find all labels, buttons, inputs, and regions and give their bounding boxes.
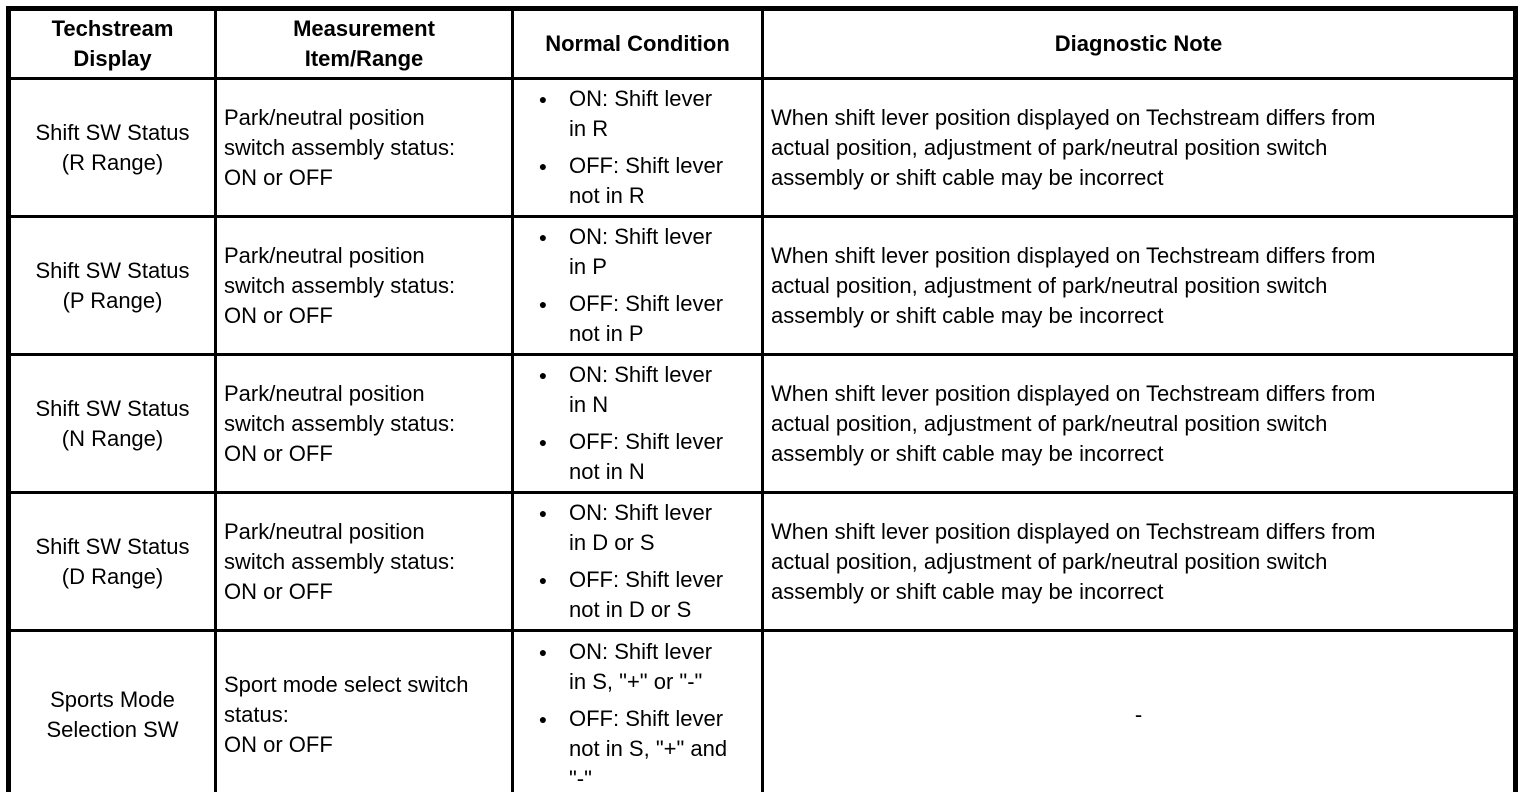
bullet-icon: ● xyxy=(538,91,548,107)
condition-text: ON: Shift lever in D or S xyxy=(569,500,713,555)
cell-techstream-display: Shift SW Status (P Range) xyxy=(7,215,217,356)
header-measurement-item-range: Measurement Item/Range xyxy=(214,7,514,80)
cell-diagnostic-note: When shift lever position displayed on T… xyxy=(761,353,1517,494)
cell-diagnostic-note: When shift lever position displayed on T… xyxy=(761,77,1517,218)
diagnostic-data-table: Techstream Display Measurement Item/Rang… xyxy=(6,6,1518,792)
condition-text: OFF: Shift lever not in S, "+" and "-" xyxy=(569,705,728,791)
condition-text: ON: Shift lever in R xyxy=(569,86,713,141)
condition-item: ● OFF: Shift lever not in S, "+" and "-" xyxy=(535,704,755,792)
table-row: Shift SW Status (N Range) Park/neutral p… xyxy=(7,353,1517,494)
cell-diagnostic-note: When shift lever position displayed on T… xyxy=(761,215,1517,356)
condition-item: ● OFF: Shift lever not in N xyxy=(535,427,755,487)
bullet-icon: ● xyxy=(538,643,548,660)
table-row: Shift SW Status (P Range) Park/neutral p… xyxy=(7,215,1517,356)
header-diagnostic-note: Diagnostic Note xyxy=(761,7,1517,80)
bullet-icon: ● xyxy=(538,434,548,450)
table-header-row: Techstream Display Measurement Item/Rang… xyxy=(7,7,1517,80)
condition-text: OFF: Shift lever not in N xyxy=(569,429,724,484)
cell-measurement-item: Sport mode select switch status: ON or O… xyxy=(214,629,514,792)
condition-text: ON: Shift lever in P xyxy=(569,224,713,279)
cell-measurement-item: Park/neutral position switch assembly st… xyxy=(214,215,514,356)
condition-item: ● OFF: Shift lever not in R xyxy=(535,151,755,211)
table-row: Shift SW Status (R Range) Park/neutral p… xyxy=(7,77,1517,218)
bullet-icon: ● xyxy=(538,296,548,312)
table-row: Sports Mode Selection SW Sport mode sele… xyxy=(7,629,1517,792)
cell-measurement-item: Park/neutral position switch assembly st… xyxy=(214,491,514,632)
cell-normal-condition: ● ON: Shift lever in P ● OFF: Shift leve… xyxy=(511,215,764,356)
header-techstream-display: Techstream Display xyxy=(7,7,217,80)
bullet-icon: ● xyxy=(538,158,548,174)
condition-text: ON: Shift lever in S, "+" or "-" xyxy=(569,638,713,694)
bullet-icon: ● xyxy=(538,367,548,383)
table-row: Shift SW Status (D Range) Park/neutral p… xyxy=(7,491,1517,632)
cell-techstream-display: Sports Mode Selection SW xyxy=(7,629,217,792)
cell-normal-condition: ● ON: Shift lever in R ● OFF: Shift leve… xyxy=(511,77,764,218)
condition-text: OFF: Shift lever not in P xyxy=(569,291,724,346)
bullet-icon: ● xyxy=(538,710,548,727)
cell-normal-condition: ● ON: Shift lever in S, "+" or "-" ● OFF… xyxy=(511,629,764,792)
cell-techstream-display: Shift SW Status (D Range) xyxy=(7,491,217,632)
bullet-icon: ● xyxy=(538,229,548,245)
cell-techstream-display: Shift SW Status (N Range) xyxy=(7,353,217,494)
condition-item: ● ON: Shift lever in D or S xyxy=(535,498,755,558)
bullet-icon: ● xyxy=(538,572,548,588)
condition-item: ● OFF: Shift lever not in D or S xyxy=(535,565,755,625)
cell-measurement-item: Park/neutral position switch assembly st… xyxy=(214,77,514,218)
cell-measurement-item: Park/neutral position switch assembly st… xyxy=(214,353,514,494)
condition-text: OFF: Shift lever not in D or S xyxy=(569,567,724,622)
condition-item: ● ON: Shift lever in R xyxy=(535,84,755,144)
condition-item: ● ON: Shift lever in N xyxy=(535,360,755,420)
bullet-icon: ● xyxy=(538,505,548,521)
cell-diagnostic-note: When shift lever position displayed on T… xyxy=(761,491,1517,632)
cell-normal-condition: ● ON: Shift lever in N ● OFF: Shift leve… xyxy=(511,353,764,494)
condition-item: ● ON: Shift lever in P xyxy=(535,222,755,282)
cell-diagnostic-note: - xyxy=(761,629,1517,792)
cell-techstream-display: Shift SW Status (R Range) xyxy=(7,77,217,218)
cell-normal-condition: ● ON: Shift lever in D or S ● OFF: Shift… xyxy=(511,491,764,632)
header-normal-condition: Normal Condition xyxy=(511,7,764,80)
condition-item: ● OFF: Shift lever not in P xyxy=(535,289,755,349)
condition-text: OFF: Shift lever not in R xyxy=(569,153,724,208)
condition-item: ● ON: Shift lever in S, "+" or "-" xyxy=(535,637,755,697)
condition-text: ON: Shift lever in N xyxy=(569,362,713,417)
